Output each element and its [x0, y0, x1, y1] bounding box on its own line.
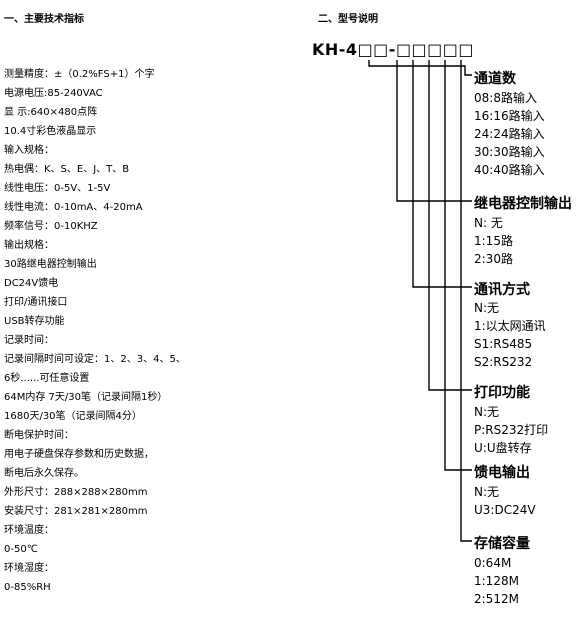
spec-line: 线性电压：0-5V、1-5V — [4, 183, 111, 194]
group-title-print: 打印功能 — [474, 385, 530, 401]
option-item: 16:16路输入 — [474, 109, 545, 123]
option-item: 24:24路输入 — [474, 127, 545, 141]
spec-line: 10.4寸彩色液晶显示 — [4, 126, 97, 137]
group-title-feed-output: 馈电输出 — [474, 465, 530, 481]
spec-line: 显 示:640×480点阵 — [4, 107, 98, 118]
option-list-storage: 0:64M 1:128M 2:512M — [474, 554, 519, 608]
spec-line: USB转存功能 — [4, 316, 65, 327]
option-item: S1:RS485 — [474, 337, 533, 351]
option-item: 40:40路输入 — [474, 163, 545, 177]
spec-line: 线性电流：0-10mA、4-20mA — [4, 202, 143, 213]
group-title-channels: 通道数 — [474, 71, 516, 87]
spec-line: 64M内存 7天/30笔（记录间隔1秒） — [4, 392, 168, 403]
option-item: 2:512M — [474, 592, 519, 606]
option-item: 08:8路输入 — [474, 91, 537, 105]
option-item: 2:30路 — [474, 252, 513, 266]
spec-line: 安装尺寸：281×281×280mm — [4, 506, 148, 517]
option-item: 1:以太网通讯 — [474, 319, 546, 333]
spec-list: 测量精度：±（0.2%FS+1）个字 电源电压:85-240VAC 显 示:64… — [4, 65, 186, 597]
option-item: N:无 — [474, 301, 500, 315]
option-list-print: N:无 P:RS232打印 U:U盘转存 — [474, 403, 548, 457]
group-title-communication: 通讯方式 — [474, 282, 530, 298]
spec-line: 0-50℃ — [4, 544, 38, 555]
spec-line: 30路继电器控制输出 — [4, 259, 97, 270]
option-item: U:U盘转存 — [474, 441, 532, 455]
spec-line: 热电偶：K、S、E、J、T、B — [4, 164, 130, 175]
option-item: N:无 — [474, 485, 500, 499]
spec-line: 外形尺寸：288×288×280mm — [4, 487, 148, 498]
spec-line: 用电子硬盘保存参数和历史数据， — [4, 449, 154, 460]
option-item: 0:64M — [474, 556, 512, 570]
option-item: 1:15路 — [474, 234, 513, 248]
group-title-relay-output: 继电器控制输出 — [474, 196, 572, 212]
spec-line: 记录时间： — [4, 335, 54, 346]
model-code: KH-4□□-□□□□□ — [312, 40, 475, 59]
group-title-storage: 存储容量 — [474, 536, 530, 552]
spec-line: 6秒......可任意设置 — [4, 373, 90, 384]
section-title-model: 二、型号说明 — [318, 14, 378, 25]
spec-line: 记录间隔时间可设定：1、2、3、4、5、 — [4, 354, 186, 365]
option-item: N: 无 — [474, 216, 503, 230]
spec-line: 断电保护时间： — [4, 430, 74, 441]
spec-line: 测量精度：±（0.2%FS+1）个字 — [4, 69, 155, 80]
option-item: 30:30路输入 — [474, 145, 545, 159]
spec-line: 断电后永久保存。 — [4, 468, 84, 479]
option-item: S2:RS232 — [474, 355, 533, 369]
section-title-specs: 一、主要技术指标 — [4, 14, 84, 25]
spec-line: 1680天/30笔（记录间隔4分） — [4, 411, 142, 422]
spec-line: 0-85%RH — [4, 582, 51, 593]
spec-line: 输入规格： — [4, 145, 54, 156]
spec-line: DC24V馈电 — [4, 278, 59, 289]
option-list-feed-output: N:无 U3:DC24V — [474, 483, 536, 519]
spec-line: 环境湿度： — [4, 563, 54, 574]
spec-line: 输出规格： — [4, 240, 54, 251]
option-item: U3:DC24V — [474, 503, 536, 517]
option-list-channels: 08:8路输入 16:16路输入 24:24路输入 30:30路输入 40:40… — [474, 89, 545, 179]
spec-line: 打印/通讯接口 — [4, 297, 68, 308]
option-item: P:RS232打印 — [474, 423, 549, 437]
spec-line: 电源电压:85-240VAC — [4, 88, 103, 99]
spec-line: 频率信号：0-10KHZ — [4, 221, 98, 232]
option-list-communication: N:无 1:以太网通讯 S1:RS485 S2:RS232 — [474, 299, 546, 371]
option-list-relay-output: N: 无 1:15路 2:30路 — [474, 214, 513, 268]
option-item: 1:128M — [474, 574, 519, 588]
option-item: N:无 — [474, 405, 500, 419]
spec-line: 环境温度： — [4, 525, 54, 536]
